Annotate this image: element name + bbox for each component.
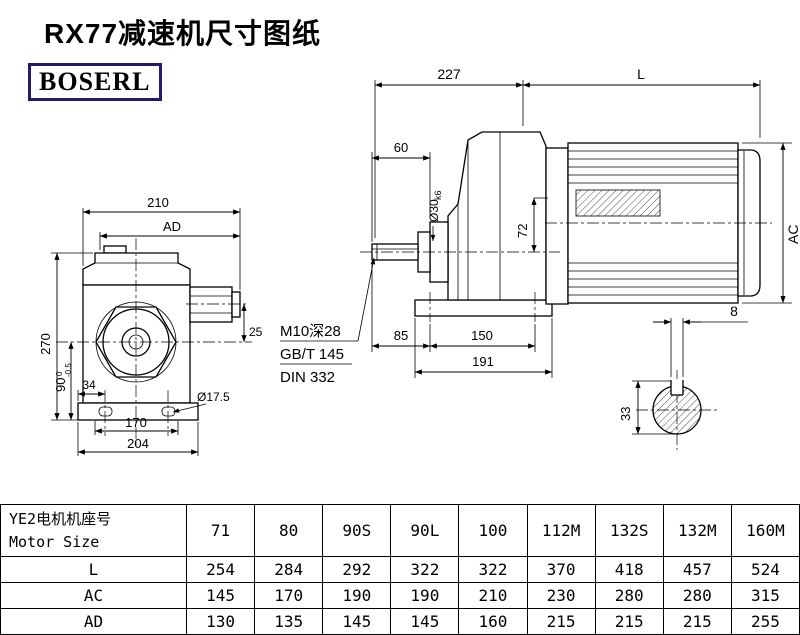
gearbox-feet — [414, 299, 553, 317]
value-cell: 210 — [458, 582, 528, 609]
dim-33: 33 — [618, 407, 633, 421]
value-cell: 254 — [185, 556, 256, 583]
note-din-standard: DIN 332 — [280, 369, 335, 386]
value-cell: 145 — [390, 608, 460, 635]
dim-8: 8 — [730, 303, 738, 319]
brand-logo: BOSERL — [28, 63, 162, 101]
output-cover — [189, 286, 233, 323]
value-cell: 130 — [185, 608, 256, 635]
dim-30: Ø30 — [427, 199, 441, 222]
value-cell: 280 — [662, 582, 732, 609]
value-cell: 215 — [594, 608, 664, 635]
note-tapped-hole: M10深28 — [280, 323, 341, 340]
cap-boss — [103, 245, 127, 254]
dim-210: 210 — [147, 195, 169, 210]
shaft-section-view: 8 33 — [618, 303, 748, 450]
dim-191: 191 — [472, 354, 494, 369]
value-cell: 418 — [594, 556, 664, 583]
dim-30-fit: k6 — [433, 190, 443, 200]
row-label-L: L — [0, 556, 187, 583]
value-cell: 170 — [254, 582, 324, 609]
value-cell: 160 — [458, 608, 528, 635]
value-cell: 322 — [458, 556, 528, 583]
dim-shaft-diameter: Ø30 k6 — [427, 190, 443, 222]
value-cell: 230 — [526, 582, 596, 609]
dim-ad: AD — [163, 219, 181, 234]
dim-60: 60 — [394, 140, 408, 155]
front-view-dimensions: 210 AD 270 90 0 -0.5 34 25 Ø17.5 170 204 — [38, 195, 263, 456]
value-cell: 215 — [526, 608, 596, 635]
dim-227: 227 — [437, 66, 461, 82]
table-row-AD: AD 130 135 145 145 160 215 215 215 255 — [0, 608, 800, 635]
dim-90-tol-lower: -0.5 — [64, 363, 73, 377]
frame-size-cell: 160M — [730, 504, 800, 557]
value-cell: 284 — [254, 556, 324, 583]
value-cell: 145 — [185, 582, 256, 609]
value-cell: 145 — [322, 608, 392, 635]
dim-170: 170 — [125, 415, 147, 430]
table-row-L: L 254 284 292 322 322 370 418 457 524 — [0, 556, 800, 583]
dim-ac: AC — [785, 225, 800, 244]
value-cell: 524 — [730, 556, 800, 583]
housing-cap — [82, 252, 191, 286]
dim-90-tol-upper: 0 — [55, 371, 64, 376]
frame-size-cell: 132S — [594, 504, 664, 557]
frame-size-cell: 112M — [526, 504, 596, 557]
value-cell: 315 — [730, 582, 800, 609]
dim-foot-hole-dia: Ø17.5 — [197, 390, 230, 404]
technical-drawing: 210 AD 270 90 0 -0.5 34 25 Ø17.5 170 204 — [38, 66, 800, 456]
motor-stator-section — [575, 189, 661, 217]
motor-flange — [545, 147, 569, 305]
value-cell: 135 — [254, 608, 324, 635]
front-view — [77, 245, 241, 421]
value-cell: 292 — [322, 556, 392, 583]
gearbox-housing — [447, 131, 547, 301]
dim-34: 34 — [82, 378, 96, 392]
note-gb-standard: GB/T 145 — [280, 346, 344, 363]
frame-size-cell: 71 — [185, 504, 256, 557]
motor-size-header-en: Motor Size — [9, 532, 100, 551]
motor-size-header-cn: YE2电机机座号 — [9, 510, 112, 528]
value-cell: 215 — [662, 608, 732, 635]
foot-slot-left — [98, 406, 113, 417]
frame-size-cell: 90L — [390, 504, 460, 557]
dim-204: 204 — [127, 436, 149, 451]
dim-72: 72 — [515, 224, 530, 238]
front-view-centerlines — [56, 238, 252, 448]
frame-size-cell: 80 — [254, 504, 324, 557]
value-cell: 255 — [730, 608, 800, 635]
value-cell: 280 — [594, 582, 664, 609]
row-label-AD: AD — [0, 608, 187, 635]
motor-cooling-fins — [568, 150, 738, 296]
frame-size-cell: 100 — [458, 504, 528, 557]
side-view-centerlines — [360, 222, 772, 322]
dim-85: 85 — [394, 328, 408, 343]
dim-25: 25 — [249, 325, 263, 339]
dim-L: L — [637, 66, 645, 82]
page-title: RX77减速机尺寸图纸 — [44, 18, 322, 49]
value-cell: 322 — [390, 556, 460, 583]
dim-270: 270 — [38, 333, 53, 355]
output-cover-cap — [231, 291, 241, 318]
value-cell: 190 — [390, 582, 460, 609]
table-row-AC: AC 145 170 190 190 210 230 280 280 315 — [0, 582, 800, 609]
motor-size-table: YE2电机机座号 Motor Size 71 80 90S 90L 100 11… — [0, 504, 800, 635]
frame-size-cell: 90S — [322, 504, 392, 557]
value-cell: 190 — [322, 582, 392, 609]
keyway-slot — [670, 380, 684, 396]
frame-size-cell: 132M — [662, 504, 732, 557]
side-view-dimensions: 227 L 60 Ø30 k6 72 85 150 191 M10深28 GB/… — [280, 66, 800, 386]
row-label-AC: AC — [0, 582, 187, 609]
value-cell: 370 — [526, 556, 596, 583]
dim-150: 150 — [471, 328, 493, 343]
table-header-row: YE2电机机座号 Motor Size 71 80 90S 90L 100 11… — [0, 504, 800, 557]
motor-size-header: YE2电机机座号 Motor Size — [0, 504, 187, 557]
dim-90: 90 — [53, 378, 68, 392]
dim-90-with-tolerance: 90 0 -0.5 — [53, 363, 73, 392]
brand-logo-text: BOSERL — [39, 67, 151, 96]
value-cell: 457 — [662, 556, 732, 583]
